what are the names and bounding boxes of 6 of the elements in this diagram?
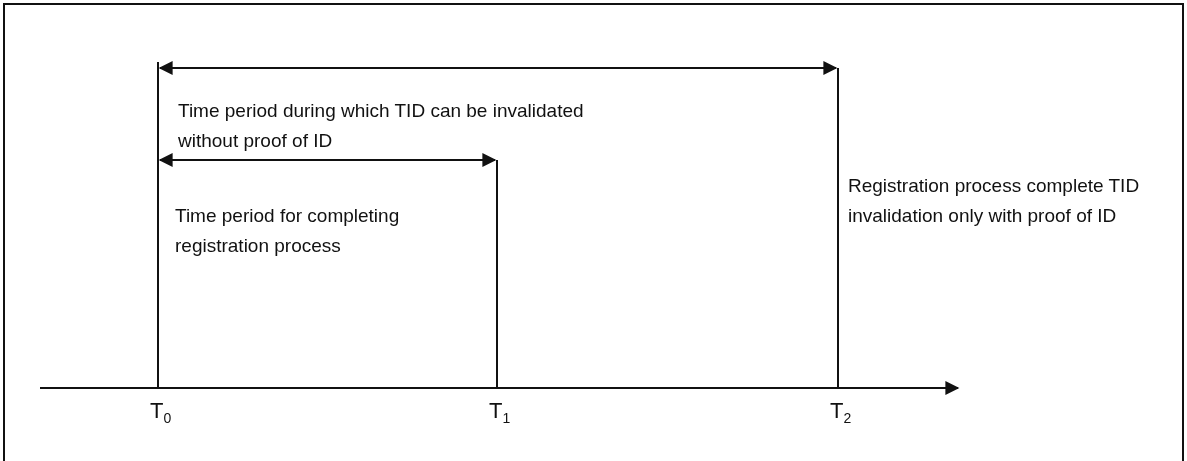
period-note: Time period during which TID can be invalidated without proof of ID	[178, 99, 585, 153]
time-point-label: T$_{2}$	[830, 398, 852, 427]
time-point-label: T$_{0}$	[150, 398, 172, 427]
time-point-label: T$_{1}$	[489, 398, 511, 427]
period-note: Registration process complete TID invalidation only with proof of ID	[848, 174, 1141, 228]
period-note: Time period for completing registration process	[175, 204, 401, 258]
